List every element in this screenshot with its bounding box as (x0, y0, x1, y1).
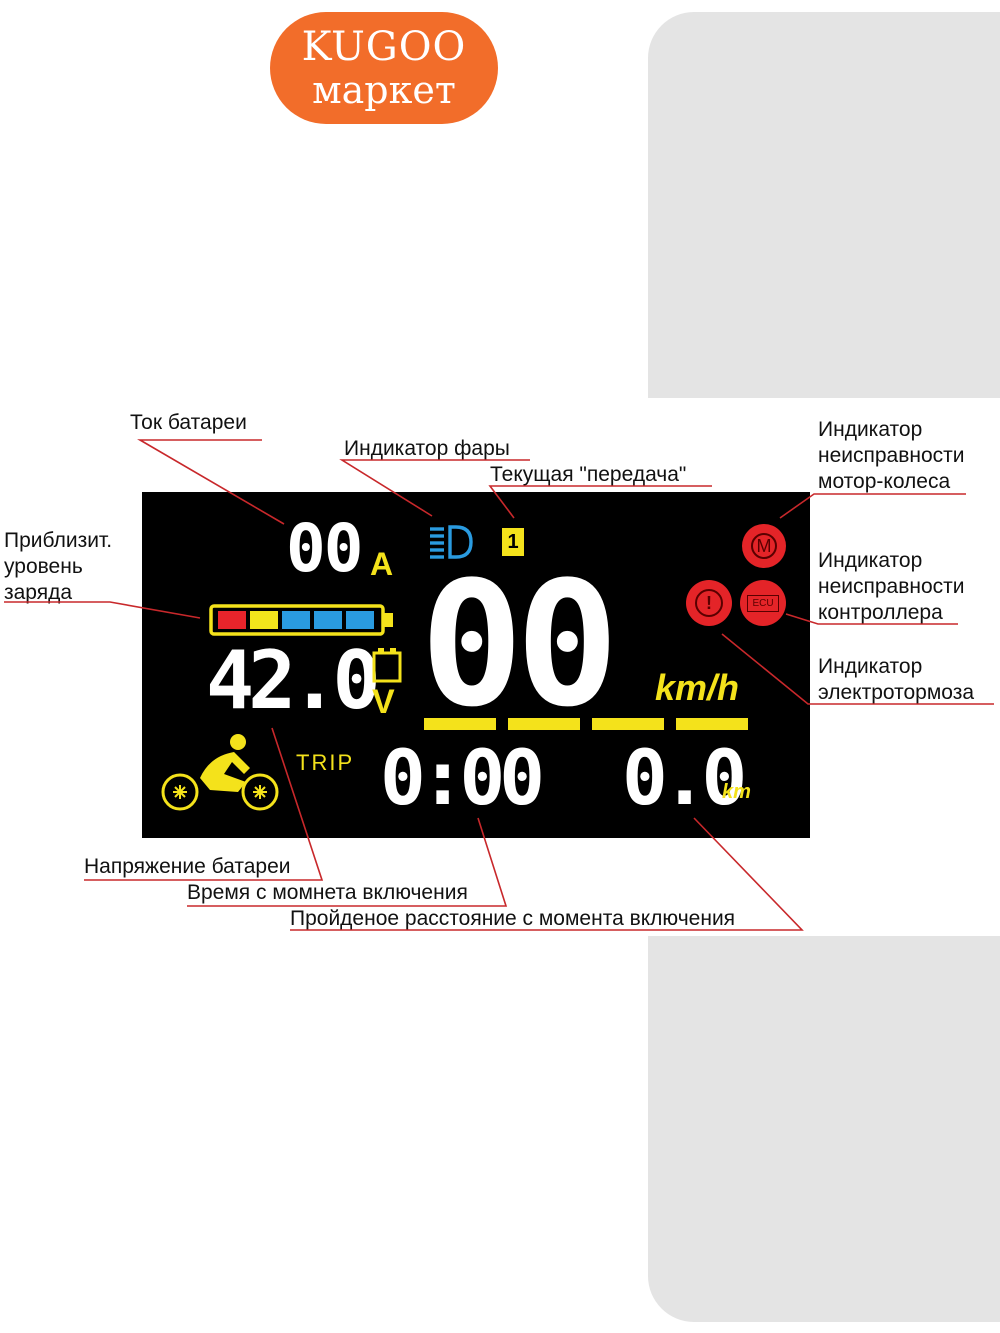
label-controller-3: контроллера (818, 601, 943, 624)
label-charge-2: уровень (4, 555, 83, 578)
battery-segment (282, 611, 310, 629)
battery-voltage-icon (370, 645, 404, 685)
rider-icon (158, 734, 282, 814)
label-voltage: Напряжение батареи (84, 855, 291, 878)
label-motor-2: неисправности (818, 444, 965, 467)
speed-unit: km/h (655, 667, 740, 708)
trip-distance-unit: km (722, 781, 751, 803)
speed-readout: 00 (420, 544, 619, 745)
speed-bar-segment (424, 718, 496, 730)
speed-bar-segment (676, 718, 748, 730)
motor-icon-text: M (751, 533, 777, 559)
trip-distance-readout: 0.0 (622, 733, 747, 822)
current-unit: A (370, 546, 394, 582)
battery-segment (314, 611, 342, 629)
logo-line-1: KUGOO (301, 24, 467, 70)
label-charge-3: заряда (4, 581, 73, 604)
gear-value: 1 (507, 530, 519, 553)
label-controller-2: неисправности (818, 575, 965, 598)
gear-indicator: 1 (502, 528, 524, 556)
brake-warning-icon: ! (686, 580, 732, 626)
label-charge-1: Приблизит. (4, 529, 113, 552)
label-ebrake-2: электротормоза (818, 681, 975, 704)
voltage-unit: V (372, 683, 395, 721)
ecu-fault-icon: ECU (740, 580, 786, 626)
speed-bar-segment (508, 718, 580, 730)
label-controller-1: Индикатор (818, 549, 923, 572)
label-battery-current: Ток батареи (130, 411, 247, 434)
label-time: Время с момнета включения (187, 881, 468, 904)
voltage-readout: 42.0 (206, 634, 381, 727)
brake-icon-text: ! (695, 589, 723, 617)
speed-bar (424, 718, 754, 730)
label-ebrake-1: Индикатор (818, 655, 923, 678)
battery-segment (346, 611, 374, 629)
logo-line-2: маркет (312, 68, 456, 112)
label-motor-3: мотор-колеса (818, 470, 951, 493)
speed-bar-segment (592, 718, 664, 730)
current-readout: 00 (286, 510, 363, 587)
battery-segment (218, 611, 246, 629)
label-headlight: Индикатор фары (344, 437, 510, 460)
headlight-icon (428, 524, 474, 560)
background-panel-bottom (648, 936, 1000, 1322)
ecu-icon-text: ECU (747, 594, 779, 612)
background-panel-top (648, 12, 1000, 398)
trip-time-readout: 0:00 (380, 733, 545, 822)
label-motor-1: Индикатор (818, 418, 923, 441)
kugoo-market-logo: KUGOO маркет (270, 12, 498, 124)
motor-fault-icon: M (742, 524, 786, 568)
battery-gauge (208, 603, 398, 637)
battery-segment (250, 611, 278, 629)
label-gear: Текущая "передача" (490, 463, 687, 486)
label-distance: Пройденое расстояние с момента включения (290, 907, 736, 930)
trip-label: TRIP (296, 750, 355, 775)
